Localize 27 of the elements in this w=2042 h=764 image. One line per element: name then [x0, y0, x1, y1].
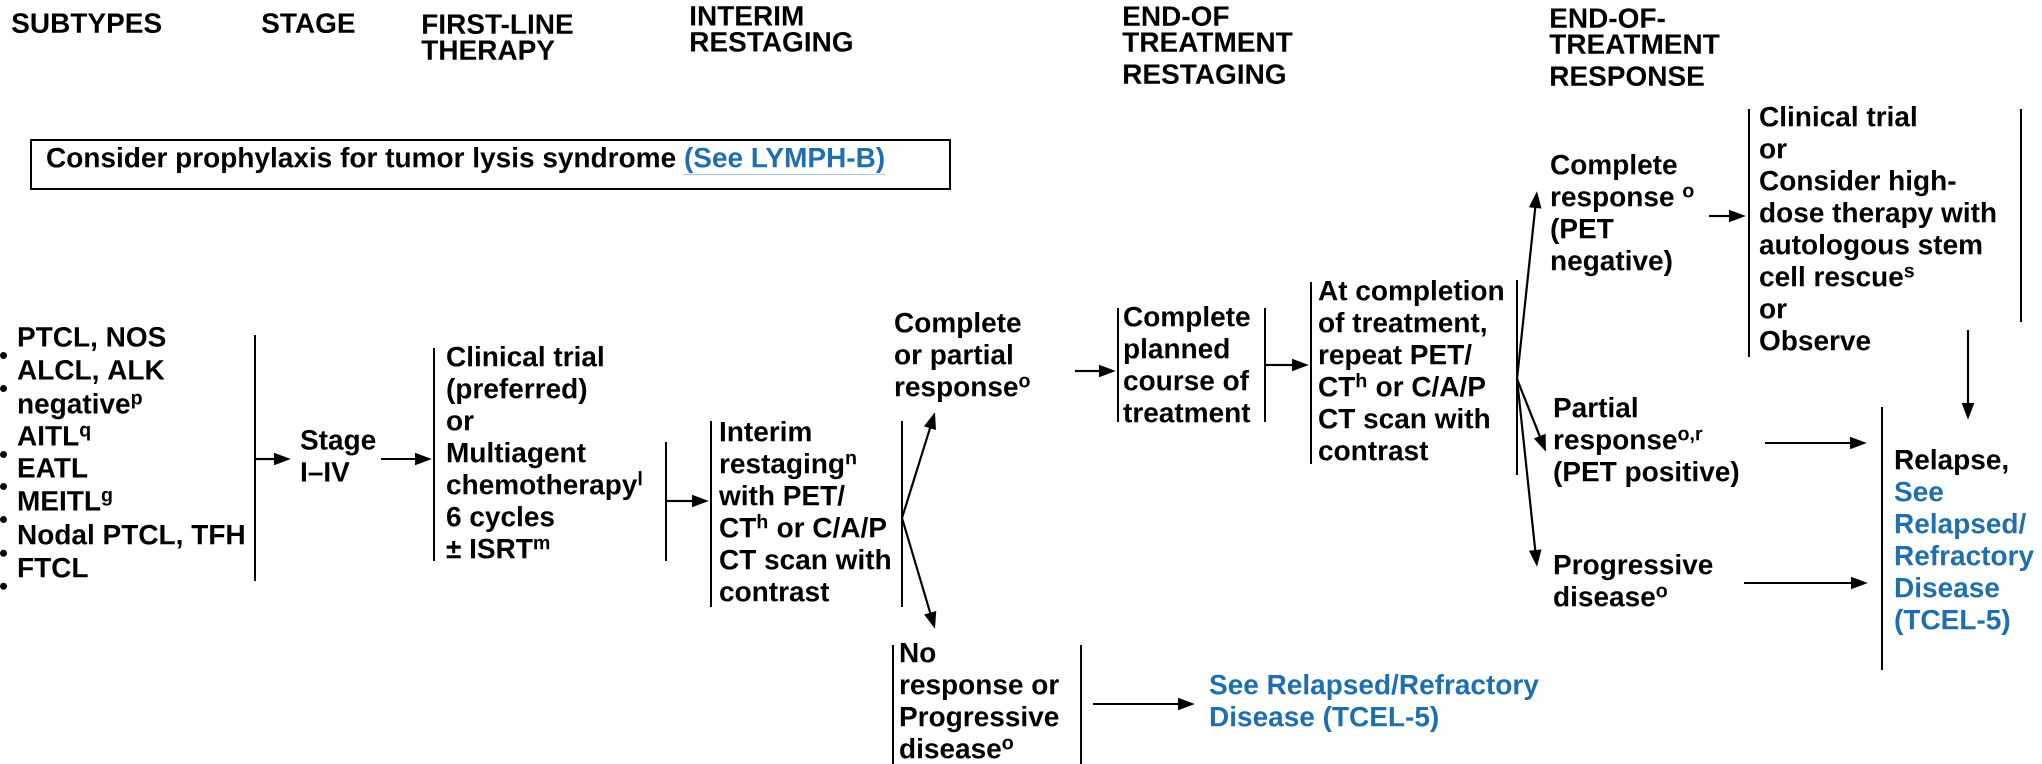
column-header: INTERIM RESTAGING [691, 6, 852, 52]
step-text: Interim restaging$^{n}$ with PET/ CT$^{h}$ or C/A/P CT scan with contrast [710, 420, 903, 608]
bracketed-list: PTCL, NOS ALCL, ALK negative$^{p}$ AITL$^{q}$ EATL MEITL$^{g}$ Nodal PTCL, TFH FTCL [0, 327, 256, 590]
step-text: Stage I–IV [300, 430, 376, 482]
node-label: MEITL$^{g}$ [18, 490, 112, 511]
column-header: END-OF- TREATMENT RESPONSE [1549, 8, 1720, 86]
step-text: Complete or partial response$^{o}$ [895, 312, 1030, 403]
step-text: No response or Progressive disease$^{o}$ [892, 643, 1082, 764]
step-text: Partial response$^{o,r}$ (PET positive) [1554, 397, 1739, 488]
note-box: Consider prophylaxis for tumor lysis syndrome (See LYMPH-B) [30, 139, 951, 190]
step-text: Clinical trial (preferred) or Multiagent chemotherapy$^{l}$ 6 cycles ± ISRT$^{m}$ [433, 346, 667, 562]
step-text: Complete planned course of treatment [1117, 306, 1266, 423]
bracketed-box: Relapse, See Relapsed/ Refractory Disease (TCEL-5) [1881, 406, 2034, 671]
node-label: FTCL [18, 557, 88, 578]
step-text: At completion of treatment, repeat PET/ CT$^{h}$ or C/A/P CT scan with contrast [1310, 279, 1518, 476]
column-header: SUBTYPES [12, 13, 162, 33]
node-label: PTCL, NOS [18, 327, 166, 351]
column-header: END-OF TREATMENT RESTAGING [1122, 6, 1293, 84]
node-label: AITL$^{q}$ [17, 425, 90, 446]
step-text: Clinical trial or Consider high-dose therapy with autologous stem cell rescue$^{s}$ or Observe [1748, 106, 2022, 358]
column-header: FIRST-LINE THERAPY [421, 14, 573, 60]
node-label: Nodal PTCL, TFH [18, 523, 244, 549]
step-text: Complete response $^{o}$ (PET negative) [1551, 154, 1694, 277]
step-text: Progressive disease$^{o}$ [1554, 554, 1713, 607]
link-text: See Relapsed/Refractory Disease (TCEL-5) [1209, 674, 1539, 733]
column-header: STAGE [262, 13, 355, 33]
node-label: EATL [18, 458, 88, 478]
